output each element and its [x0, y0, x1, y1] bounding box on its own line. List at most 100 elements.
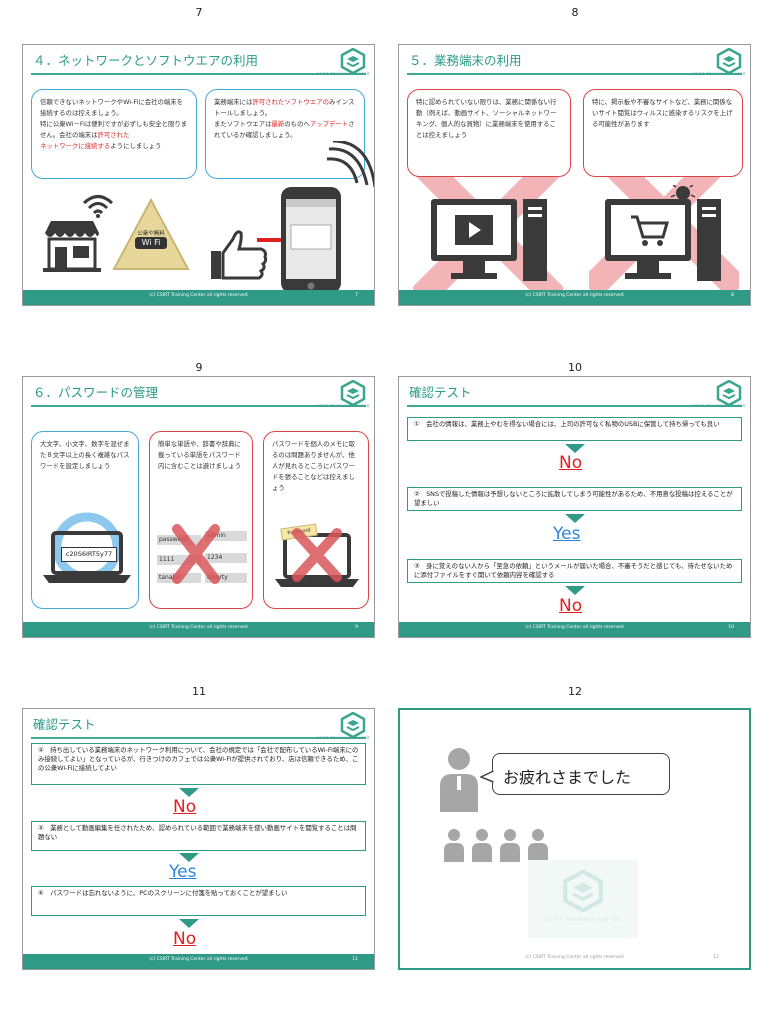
arrow-down-icon: [179, 853, 199, 862]
weak-password-item: password: [157, 535, 201, 545]
info-box-software: 業務端末には許可されたソフトウエアのみインストールしましょう。 またソフトウエア…: [205, 89, 365, 179]
connector-line: [257, 238, 283, 242]
arrow-down-icon: [565, 444, 585, 453]
wifi-sign-badge: Wi Fi: [135, 237, 167, 249]
box-text: のものへ: [284, 120, 310, 128]
highlight-text: ネットワークに接続する: [40, 142, 111, 150]
slide-title: 確認テスト: [409, 385, 472, 400]
quiz-question: ④ 持ち出している業務端末のネットワーク利用について、会社の規定では「会社で配布…: [31, 743, 366, 785]
signal-waves-icon: [326, 141, 374, 188]
footer-copyright: (c) CSIRT Training Center all rights res…: [525, 625, 624, 630]
slide-footer: (c) CSIRT Training Center all rights res…: [23, 622, 374, 637]
video-computer-icon: [431, 199, 547, 281]
smartphone-icon: [281, 187, 341, 293]
quiz-answer: No: [559, 453, 583, 473]
weak-password-item: 1234: [205, 553, 247, 563]
slide-7: ４．ネットワークとソフトウエアの利用 CSIRT TRAINING CENTER…: [22, 44, 375, 306]
info-box-usage: 特に認められていない限りは、業務に関係ない行動（例えば、動画サイト、ソーシャルネ…: [407, 89, 571, 177]
highlight-text: 許可された: [97, 131, 130, 139]
csirt-logo-icon: [340, 380, 366, 406]
speech-bubble: お疲れさまでした: [492, 753, 670, 795]
slide-footer: (c) CSIRT Training Center all rights res…: [399, 290, 750, 305]
page-number-10: 10: [568, 361, 582, 374]
info-box-risk: 特に、掲示板や不審なサイトなど、業務に関係ないサイト閲覧はウィルスに感染するリス…: [583, 89, 743, 177]
watermark-text: CSIRT TRAINING CENTER: [544, 918, 622, 923]
slide-title: ６．パスワードの管理: [33, 385, 159, 400]
wifi-sign-label: 公衆や無料: [137, 231, 165, 237]
speech-text: お疲れさまでした: [503, 768, 632, 787]
box-text: 特に公衆Wi－Fiは便利ですが必ずしも安全と限りません。会社の端末は: [40, 120, 188, 139]
info-box-strong-password: 大文字、小文字、数字を混ぜまた８文字以上の長く複雑なパスワードを設定しましょう: [31, 431, 139, 609]
store-icon: [43, 221, 101, 272]
info-box-weak-password: 簡単な単語や、辞書や辞典に載っている単語をパスワード内に含むことは避けましょう: [149, 431, 253, 609]
slide-12: お疲れさまでした CSIRT TRAINING CENTER (c) CSIRT…: [398, 708, 751, 970]
presenter-icon: [440, 748, 478, 812]
box-text: 業務端末には: [214, 98, 253, 106]
csirt-logo-watermark-icon: [563, 870, 603, 912]
quiz-answer: No: [173, 797, 197, 817]
highlight-text: 許可されたソフトウエアの: [252, 98, 330, 106]
slide-10: 確認テスト CSIRT TRAINING CENTER ① 会社の情報は、業務上…: [398, 376, 751, 638]
quiz-question: ③ 身に覚えのない人から「至急の依頼」というメールが届いた場合、不審そうだと感じ…: [407, 559, 742, 583]
slide-9: ６．パスワードの管理 CSIRT TRAINING CENTER 大文字、小文字…: [22, 376, 375, 638]
page-number-12: 12: [568, 685, 582, 698]
shopping-computer-icon: [605, 185, 721, 281]
csirt-logo-icon: [716, 48, 742, 74]
quiz-answer: No: [559, 596, 583, 616]
password-field: c20S6IRT5y77: [61, 547, 117, 562]
footer-page-number: 12: [713, 955, 719, 960]
footer-page-number: 10: [728, 625, 734, 630]
prohibited-x-icon: [292, 528, 342, 582]
footer-copyright: (c) CSIRT Training Center all rights res…: [149, 625, 248, 630]
info-box-password-memo: パスワードを個人のメモに取るのは問題ありませんが、他人が見れるところにパスワード…: [263, 431, 369, 609]
slide-footer: (c) CSIRT Training Center all rights res…: [399, 622, 750, 637]
weak-password-item: admin: [205, 531, 247, 541]
box-text: ようにしましょう: [110, 142, 162, 150]
title-divider: [31, 737, 366, 739]
box-text: またソフトウエアは: [214, 120, 272, 128]
slide-11: 確認テスト CSIRT TRAINING CENTER ④ 持ち出している業務端…: [22, 708, 375, 970]
csirt-logo-icon: [340, 48, 366, 74]
slide-8: ５．業務端末の利用 CSIRT TRAINING CENTER 特に認められてい…: [398, 44, 751, 306]
footer-page-number: 11: [352, 957, 358, 962]
wifi-icon: [82, 195, 114, 218]
slide-title: ５．業務端末の利用: [409, 53, 522, 68]
title-divider: [407, 405, 742, 407]
quiz-answer: Yes: [169, 862, 197, 882]
logo-text: CSIRT TRAINING CENTER: [692, 404, 746, 408]
thumbs-up-icon: [211, 230, 268, 280]
slide-footer: (c) CSIRT Training Center all rights res…: [23, 290, 374, 305]
arrow-down-icon: [565, 514, 585, 523]
arrow-down-icon: [565, 586, 585, 595]
box-text: 大文字、小文字、数字を混ぜまた８文字以上の長く複雑なパスワードを設定しましょう: [40, 440, 130, 470]
page-number-11: 11: [192, 685, 206, 698]
quiz-answer: No: [173, 929, 197, 949]
logo-text: CSIRT TRAINING CENTER: [692, 72, 746, 76]
quiz-question: ② SNSで投稿した情報は予想しないところに拡散してしまう可能性があるため、不用…: [407, 487, 742, 511]
slide-title: ４．ネットワークとソフトウエアの利用: [33, 53, 259, 68]
logo-text: CSIRT TRAINING CENTER: [316, 736, 370, 740]
warning-sign-icon: [112, 197, 190, 270]
title-divider: [31, 73, 366, 75]
laptop-icon: [43, 512, 131, 583]
footer-copyright: (c) CSIRT Training Center all rights res…: [525, 955, 624, 960]
footer-copyright: (c) CSIRT Training Center all rights res…: [525, 293, 624, 298]
watermark-panel: CSIRT TRAINING CENTER: [528, 860, 638, 938]
highlight-text: 最新: [271, 120, 285, 128]
quiz-question: ⑤ 業務として動画編集を任されたため、認められている範囲で業務端末を使い動画サイ…: [31, 821, 366, 851]
footer-copyright: (c) CSIRT Training Center all rights res…: [149, 293, 248, 298]
footer-copyright: (c) CSIRT Training Center all rights res…: [149, 957, 248, 962]
slide-title: 確認テスト: [33, 717, 96, 732]
quiz-question: ① 会社の情報は、業務上やむを得ない場合には、上司の許可なく私物のUSBに保管し…: [407, 417, 742, 441]
quiz-question: ⑥ パスワードは忘れないように、PCのスクリーンに付箋を貼っておくことが望ましい: [31, 886, 366, 916]
csirt-logo-icon: [340, 712, 366, 738]
speech-tail-icon: [480, 770, 494, 783]
box-text: パスワードを個人のメモに取るのは問題ありませんが、他人が見れるところにパスワード…: [272, 440, 356, 492]
quiz-answer: Yes: [553, 524, 581, 544]
logo-text: CSIRT TRAINING CENTER: [316, 404, 370, 408]
box-text: 簡単な単語や、辞書や辞典に載っている単語をパスワード内に含むことは避けましょう: [158, 440, 242, 470]
footer-page-number: 9: [355, 625, 358, 630]
title-divider: [407, 73, 742, 75]
page-number-7: 7: [195, 6, 203, 19]
box-text: 信頼できないネットワークやWi-Fiに会社の端末を接続するのは控えましょう。: [40, 98, 184, 117]
